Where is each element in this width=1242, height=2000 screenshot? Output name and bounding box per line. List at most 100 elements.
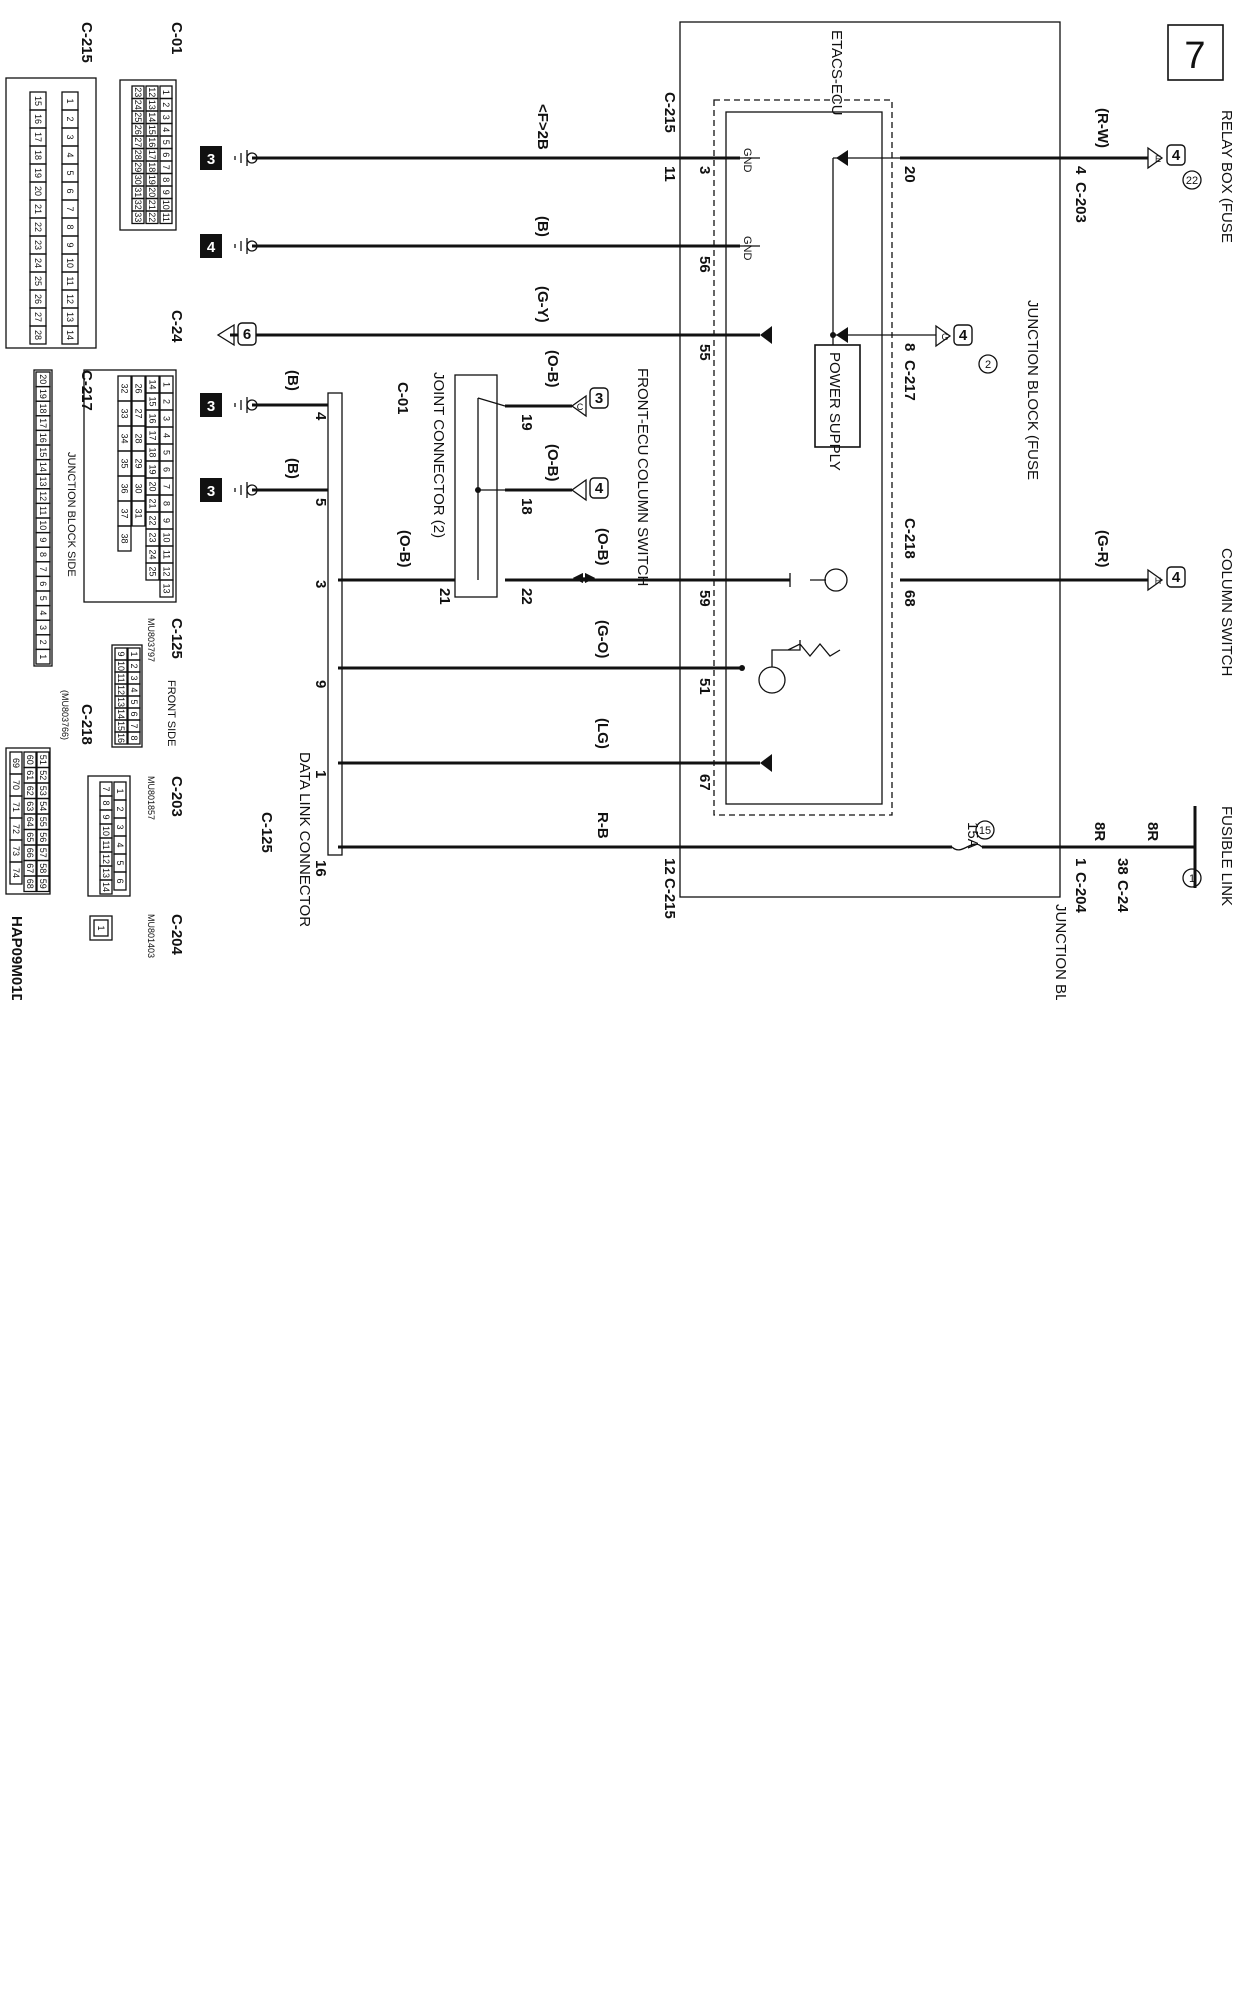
c204-cell <box>93 919 109 937</box>
c217-pin: 17 <box>38 418 48 428</box>
wire-label-ob-18: (O-B) <box>544 444 561 482</box>
ground-badge-b <box>200 234 222 258</box>
c24-pin: 17 <box>148 430 158 440</box>
c01-pin: 14 <box>147 112 157 122</box>
pin-3: 3 <box>696 166 713 174</box>
c01-pin: 1 <box>161 90 171 95</box>
c218-cell <box>23 875 37 893</box>
pin-4-c203: 4 <box>1072 166 1089 175</box>
c218-pin-grid: 5152535455565758596061626364656667686970… <box>9 751 50 893</box>
c217-pin: 12 <box>38 491 48 501</box>
c24-pin: 30 <box>134 483 144 493</box>
c01-pin: 15 <box>147 125 157 135</box>
col2-tag-arrow <box>570 478 587 502</box>
page-number: 7 <box>1184 35 1205 77</box>
c24-pin: 14 <box>148 379 158 389</box>
c215-pin: 3 <box>65 134 75 139</box>
c217-pin: 15 <box>38 447 48 457</box>
c203-pin: 1 <box>115 788 125 793</box>
c215-pin: 8 <box>65 224 75 229</box>
c217-pin: 7 <box>38 567 48 572</box>
joint-dot <box>475 487 481 493</box>
data-link-connector-bar <box>327 392 343 856</box>
c218-pin: 62 <box>25 786 35 796</box>
c215-pin: 20 <box>33 186 43 196</box>
c203-pin: 12 <box>101 854 111 864</box>
c215-pin: 22 <box>33 222 43 232</box>
c125-pin: 1 <box>129 651 139 656</box>
c218-pin: 65 <box>25 832 35 842</box>
wire-label-ob-19: (O-B) <box>544 350 561 388</box>
c125-pin: 6 <box>129 711 139 716</box>
pin-67: 67 <box>696 774 713 791</box>
front-ecu-label: FRONT-ECU <box>634 368 651 456</box>
c24-pin: 27 <box>134 408 144 418</box>
c24-pin: 16 <box>148 413 158 423</box>
c215-pin: 25 <box>33 276 43 286</box>
c125-view-side: FRONT SIDE <box>165 680 177 746</box>
c01-pin: 22 <box>147 212 157 222</box>
c215-pin: 27 <box>33 312 43 322</box>
joint-connector-label: JOINT CONNECTOR (2) <box>430 372 447 538</box>
pin-55: 55 <box>696 344 713 361</box>
c215-pin: 24 <box>33 258 43 268</box>
c24-pin: 28 <box>134 433 144 443</box>
c217-pin: 2 <box>38 640 48 645</box>
c01-cell <box>131 210 145 225</box>
dlc-pin-3: 3 <box>312 580 329 588</box>
dlc-pin-9: 9 <box>312 680 329 688</box>
relay-tag-number: 4 <box>1172 147 1181 164</box>
c203-pin: 11 <box>101 840 111 849</box>
ground-symbol-b <box>234 238 248 254</box>
ground-badge-c-num: 3 <box>207 398 215 415</box>
c218-pin: 66 <box>25 848 35 858</box>
c217-view-title: C-217 <box>78 370 95 411</box>
c125-pin: 11 <box>116 673 126 682</box>
connector-c125-label: C-125 <box>258 812 275 853</box>
c01-pin: 27 <box>133 137 143 147</box>
gy-tag-arrow <box>216 323 235 347</box>
c01-cell <box>159 210 173 225</box>
c01-pin: 2 <box>161 102 171 107</box>
c204-pinout <box>89 915 113 941</box>
c125-cell <box>114 731 128 745</box>
c24-pin: 34 <box>120 433 130 443</box>
c218-pin: 58 <box>38 863 48 873</box>
c215-view-title: C-215 <box>78 22 95 63</box>
c24-pin: 8 <box>162 501 172 506</box>
c24-pin: 31 <box>134 508 144 518</box>
ground-symbol-c <box>234 397 248 413</box>
c01-pin: 21 <box>147 200 157 210</box>
junction-dot <box>830 332 836 338</box>
c218-cell <box>9 861 23 885</box>
wire-label-lg: (LG) <box>594 718 611 749</box>
c125-pin: 12 <box>116 685 126 695</box>
c215-pin: 16 <box>33 114 43 124</box>
c215-pin: 18 <box>33 150 43 160</box>
jb-tag-number: 4 <box>959 327 968 344</box>
c204-pin: 1 <box>96 925 106 930</box>
c215-pin: 21 <box>33 204 43 214</box>
c218-pin: 67 <box>25 863 35 873</box>
connector-c217-top: C-217 <box>901 360 918 401</box>
c01-pin: 3 <box>161 115 171 120</box>
c218-pin: 72 <box>11 824 21 834</box>
etacs-ecu-internal-dashed <box>713 99 893 816</box>
c217-pin: 1 <box>38 654 48 659</box>
connector-c203-top: C-203 <box>1072 182 1089 223</box>
c215-pin: 9 <box>65 242 75 247</box>
c215-pin: 14 <box>65 330 75 340</box>
c218-pin: 59 <box>38 879 48 889</box>
c218-pin: 73 <box>11 846 21 856</box>
fl-number: 1 <box>1189 873 1195 885</box>
c218-pin: 56 <box>38 832 48 842</box>
relay-fuse-number: 22 <box>1186 175 1198 187</box>
c215-pin: 15 <box>33 96 43 106</box>
c01-pin: 12 <box>147 87 157 97</box>
c215-pin: 11 <box>65 276 75 285</box>
c217-pin: 14 <box>38 462 48 472</box>
junction-block-label: JUNCTION BLOCK <box>1052 904 1069 1000</box>
c24-pin: 6 <box>162 467 172 472</box>
c24-pin: 5 <box>162 450 172 455</box>
c217-pin: 19 <box>38 389 48 399</box>
